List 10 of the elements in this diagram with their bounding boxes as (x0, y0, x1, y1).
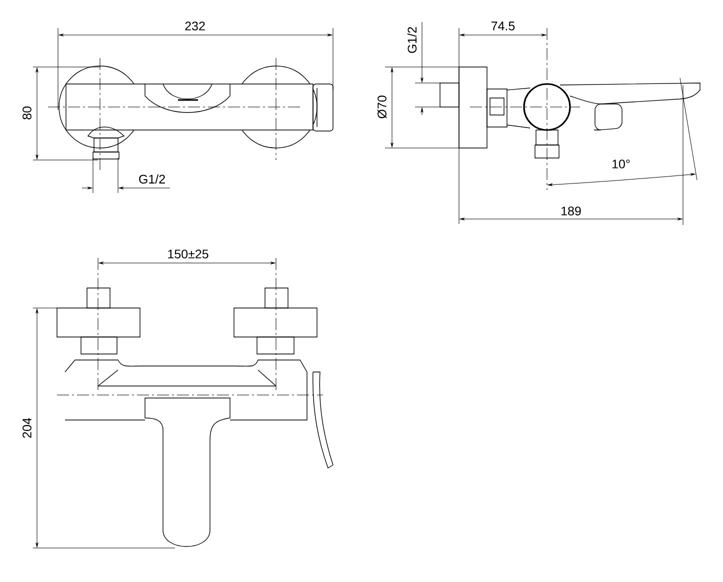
dimension-text: 10° (612, 160, 630, 168)
dimension-text: 80 (22, 106, 32, 120)
dimension-text: 74.5 (491, 22, 515, 30)
dimension-text: 189 (562, 206, 581, 216)
dimension-text: G1/2 (407, 27, 417, 53)
dimension-text: 150±25 (168, 250, 208, 258)
dimension-text: 232 (185, 22, 205, 30)
dimension-text: 204 (22, 418, 32, 438)
dimension-text: G1/2 (139, 174, 165, 184)
dimension-text: Ø70 (377, 96, 387, 118)
